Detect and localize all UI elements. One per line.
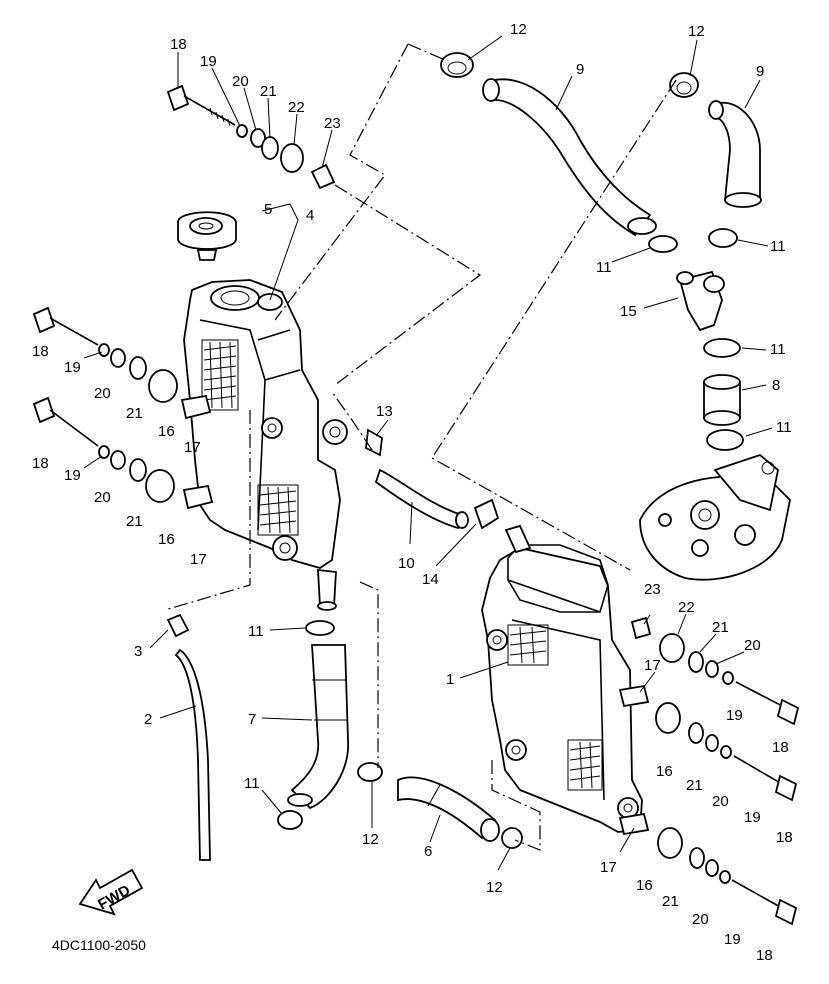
label-23-right: 23 — [644, 581, 661, 598]
hose-9-right — [708, 100, 762, 208]
fitting-15 — [676, 270, 725, 332]
label-11-d: 11 — [776, 419, 792, 436]
label-6: 6 — [424, 843, 432, 860]
hose-6 — [397, 776, 500, 842]
clamp-11 — [277, 228, 744, 830]
fastener-stack-left-upper — [32, 306, 212, 420]
label-22-top: 22 — [288, 99, 305, 116]
label-20-left-upper: 20 — [94, 385, 111, 402]
label-18-left-lower: 18 — [32, 455, 49, 472]
label-1: 1 — [446, 671, 454, 688]
diagram-code: 4DC1100-2050 — [52, 937, 146, 953]
clip-14 — [473, 498, 500, 530]
label-9-left: 9 — [576, 61, 584, 78]
label-21-right-mid: 21 — [686, 777, 703, 794]
label-11-a: 11 — [596, 259, 612, 276]
label-9-right: 9 — [756, 63, 764, 80]
label-12-top-left: 12 — [510, 21, 527, 38]
assembly-lines — [164, 43, 677, 851]
label-3: 3 — [134, 643, 142, 660]
label-17-left-lower: 17 — [190, 551, 207, 568]
fastener-stack-right-mid — [618, 684, 798, 802]
label-12-lower-left: 12 — [362, 831, 379, 848]
label-18-top: 18 — [170, 36, 187, 53]
label-20-right-upper: 20 — [744, 637, 761, 654]
label-22-right: 22 — [678, 599, 695, 616]
label-18-right-upper: 18 — [772, 739, 789, 756]
label-8: 8 — [772, 377, 780, 394]
label-15: 15 — [620, 303, 637, 320]
label-14: 14 — [422, 571, 439, 588]
label-19-top: 19 — [200, 53, 217, 70]
label-5: 5 — [264, 201, 272, 218]
fastener-stack-right-upper — [630, 616, 800, 726]
label-21-right-lower: 21 — [662, 893, 679, 910]
label-21-left-upper: 21 — [126, 405, 143, 422]
fastener-stack-left-lower — [32, 396, 214, 510]
label-17-left-upper: 17 — [184, 439, 201, 456]
label-18-right-mid: 18 — [776, 829, 793, 846]
label-19-left-lower: 19 — [64, 467, 81, 484]
clamp-12-lower — [357, 762, 523, 849]
label-20-right-mid: 20 — [712, 793, 729, 810]
left-radiator — [183, 279, 348, 611]
right-radiator — [481, 524, 643, 833]
label-13: 13 — [376, 403, 393, 420]
label-2: 2 — [144, 711, 152, 728]
label-18-left-upper: 18 — [32, 343, 49, 360]
label-20-left-lower: 20 — [94, 489, 111, 506]
fastener-stack-top — [166, 84, 336, 190]
hose-10 — [374, 468, 469, 530]
breather-hose-2 — [174, 648, 211, 861]
label-17-right-upper: 17 — [644, 657, 661, 674]
label-21-top: 21 — [260, 83, 277, 100]
label-21-right-upper: 21 — [712, 619, 729, 636]
clamp-12-top-left — [440, 52, 474, 78]
callout-labels: 18 19 20 21 22 23 12 9 12 9 5 4 11 11 15… — [32, 21, 793, 964]
label-19-right-lower: 19 — [724, 931, 741, 948]
clip-13 — [365, 428, 383, 457]
hose-7 — [287, 644, 349, 810]
label-23-top: 23 — [324, 115, 341, 132]
label-12-lower-right: 12 — [486, 879, 503, 896]
label-12-top-right: 12 — [688, 23, 705, 40]
label-17-right-lower: 17 — [600, 859, 617, 876]
label-10: 10 — [398, 555, 415, 572]
label-20-right-lower: 20 — [692, 911, 709, 928]
label-19-right-upper: 19 — [726, 707, 743, 724]
label-16-left-lower: 16 — [158, 531, 175, 548]
radiator-cap — [177, 211, 237, 261]
label-16-right-lower: 16 — [636, 877, 653, 894]
fitting-3 — [166, 613, 190, 638]
label-16-right-mid: 16 — [656, 763, 673, 780]
label-18-right-lower: 18 — [756, 947, 773, 964]
label-19-left-upper: 19 — [64, 359, 81, 376]
label-11-f: 11 — [244, 775, 260, 792]
fwd-arrow-icon: FWD — [78, 868, 144, 916]
label-11-e: 11 — [248, 623, 264, 640]
label-20-top: 20 — [232, 73, 249, 90]
label-7: 7 — [248, 711, 256, 728]
label-4: 4 — [306, 207, 314, 224]
label-11-b: 11 — [770, 238, 786, 255]
hose-8 — [703, 374, 741, 426]
clamp-12-top-right — [669, 72, 699, 98]
label-21-left-lower: 21 — [126, 513, 143, 530]
hose-9-left — [482, 78, 657, 237]
label-11-c: 11 — [770, 341, 786, 358]
cylinder-head — [639, 453, 791, 581]
leader-lines — [83, 35, 773, 871]
label-19-right-mid: 19 — [744, 809, 761, 826]
fastener-stack-right-lower — [618, 812, 798, 926]
label-16-left-upper: 16 — [158, 423, 175, 440]
